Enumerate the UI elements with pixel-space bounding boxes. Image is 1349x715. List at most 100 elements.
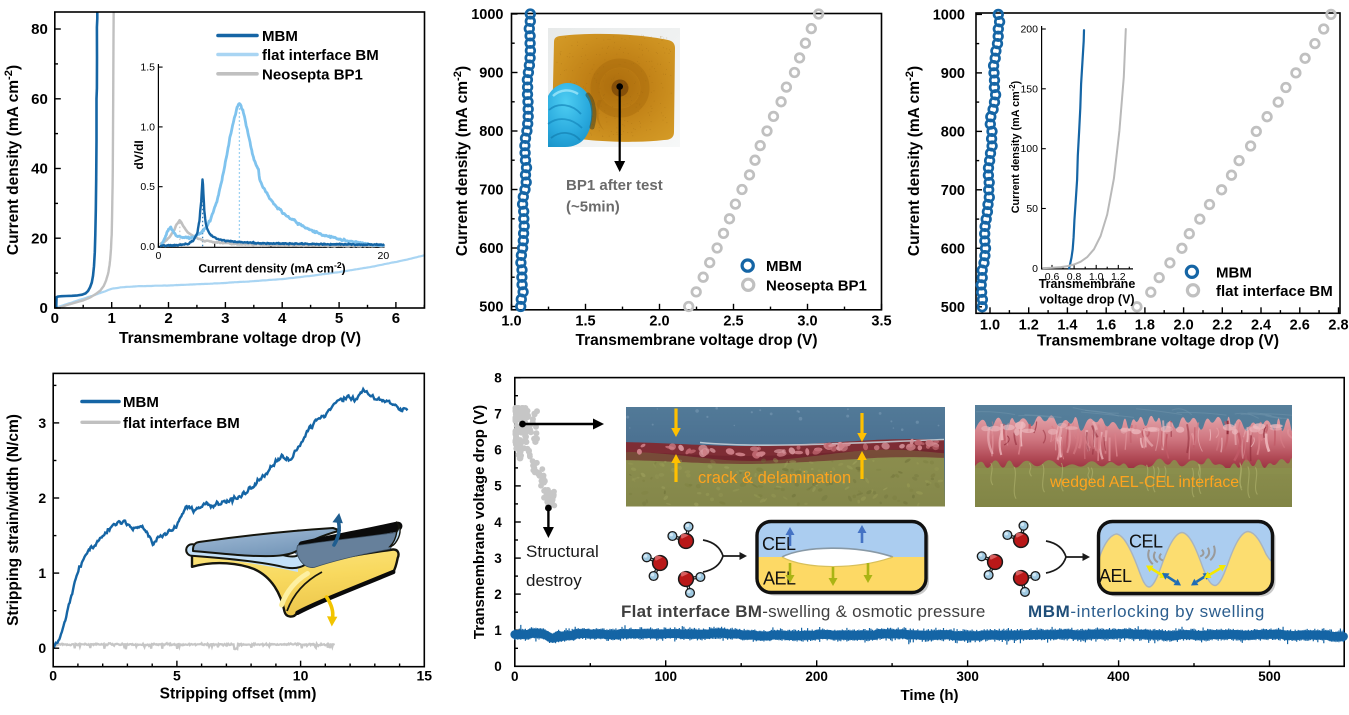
- svg-text:500: 500: [1258, 669, 1281, 684]
- svg-text:2: 2: [494, 587, 502, 602]
- svg-text:Current density (mA cm-2): Current density (mA cm-2): [1008, 80, 1022, 213]
- svg-text:0.6: 0.6: [1045, 271, 1060, 283]
- svg-text:CEL: CEL: [762, 534, 796, 554]
- svg-text:7: 7: [494, 407, 502, 422]
- svg-text:Current density (mA cm-2): Current density (mA cm-2): [452, 66, 471, 256]
- svg-text:15: 15: [417, 668, 433, 684]
- svg-text:150: 150: [1020, 83, 1038, 95]
- svg-text:destroy: destroy: [526, 571, 582, 590]
- svg-text:2.6: 2.6: [1290, 317, 1310, 333]
- svg-text:700: 700: [479, 183, 503, 199]
- svg-text:800: 800: [941, 124, 965, 140]
- svg-text:1.0: 1.0: [1089, 271, 1104, 283]
- svg-text:flat interface BM: flat interface BM: [123, 415, 240, 432]
- svg-text:MBM: MBM: [262, 28, 298, 45]
- svg-text:MBM: MBM: [766, 258, 802, 275]
- svg-text:Neosepta BP1: Neosepta BP1: [262, 66, 363, 83]
- svg-text:2.8: 2.8: [1328, 317, 1348, 333]
- svg-text:0: 0: [155, 250, 161, 262]
- svg-text:2: 2: [38, 490, 46, 506]
- svg-text:2.4: 2.4: [1251, 317, 1271, 333]
- svg-text:400: 400: [1107, 669, 1130, 684]
- svg-text:flat interface BM: flat interface BM: [262, 47, 379, 64]
- svg-text:1000: 1000: [933, 7, 965, 23]
- svg-text:80: 80: [31, 21, 48, 38]
- svg-text:flat interface BM: flat interface BM: [1216, 283, 1333, 300]
- svg-text:20: 20: [378, 250, 390, 262]
- svg-text:3.0: 3.0: [797, 313, 817, 329]
- svg-text:MBM: MBM: [1216, 264, 1252, 281]
- svg-text:500: 500: [479, 300, 503, 316]
- svg-text:1.5: 1.5: [140, 62, 155, 74]
- svg-text:0.0: 0.0: [140, 241, 155, 253]
- svg-text:3.5: 3.5: [871, 313, 891, 329]
- svg-text:Stripping strain/width (N/cm): Stripping strain/width (N/cm): [5, 414, 22, 626]
- svg-text:100: 100: [654, 669, 677, 684]
- svg-text:1.6: 1.6: [1096, 317, 1116, 333]
- svg-text:100: 100: [1020, 143, 1038, 155]
- svg-text:Transmembrane: Transmembrane: [1039, 277, 1136, 291]
- svg-text:5: 5: [335, 310, 343, 327]
- svg-text:200: 200: [805, 669, 828, 684]
- svg-text:3: 3: [38, 415, 46, 431]
- svg-text:Stripping offset (mm): Stripping offset (mm): [160, 686, 317, 703]
- svg-text:1.0: 1.0: [980, 317, 1000, 333]
- svg-text:6: 6: [392, 310, 400, 327]
- svg-text:2.0: 2.0: [1174, 317, 1194, 333]
- svg-text:0: 0: [51, 310, 59, 327]
- svg-text:AEL: AEL: [763, 569, 796, 589]
- svg-text:Time (h): Time (h): [900, 687, 958, 704]
- svg-text:5: 5: [494, 479, 502, 494]
- svg-text:Neosepta BP1: Neosepta BP1: [766, 277, 867, 294]
- svg-text:20: 20: [31, 230, 48, 247]
- svg-text:wedged AEL-CEL interface: wedged AEL-CEL interface: [1049, 474, 1239, 491]
- svg-text:600: 600: [479, 241, 503, 257]
- svg-text:2: 2: [164, 310, 172, 327]
- svg-text:6: 6: [494, 443, 502, 458]
- svg-text:BP1 after test: BP1 after test: [566, 177, 663, 194]
- svg-text:3: 3: [494, 551, 502, 566]
- svg-text:Transmembrane voltage drop (V): Transmembrane voltage drop (V): [575, 332, 817, 349]
- svg-text:700: 700: [941, 183, 965, 199]
- svg-text:Transmembrane voltage drop (V): Transmembrane voltage drop (V): [471, 405, 488, 639]
- svg-text:0: 0: [1032, 263, 1038, 275]
- svg-text:MBM-interlocking by swelling: MBM-interlocking by swelling: [1028, 602, 1265, 621]
- svg-text:dV/dI: dV/dI: [132, 140, 146, 169]
- svg-text:40: 40: [31, 161, 48, 178]
- svg-text:300: 300: [956, 669, 979, 684]
- svg-text:1.0: 1.0: [501, 313, 521, 329]
- svg-text:2.0: 2.0: [649, 313, 669, 329]
- svg-text:600: 600: [941, 241, 965, 257]
- svg-text:1: 1: [494, 623, 502, 638]
- svg-text:Transmembrane voltage drop (V): Transmembrane voltage drop (V): [1037, 333, 1279, 350]
- svg-text:10: 10: [293, 668, 309, 684]
- svg-text:0: 0: [39, 300, 47, 317]
- svg-text:500: 500: [941, 300, 965, 316]
- svg-text:Transmembrane voltage drop (V): Transmembrane voltage drop (V): [119, 330, 361, 347]
- svg-text:Current density (mA cm-2): Current density (mA cm-2): [904, 66, 923, 256]
- svg-text:0: 0: [49, 668, 57, 684]
- svg-text:(~5min): (~5min): [566, 199, 620, 216]
- svg-text:crack & delamination: crack & delamination: [698, 469, 851, 487]
- svg-text:MBM: MBM: [123, 394, 159, 411]
- svg-text:CEL: CEL: [1129, 532, 1163, 552]
- svg-text:2.2: 2.2: [1212, 317, 1232, 333]
- svg-text:1.2: 1.2: [1111, 271, 1126, 283]
- svg-text:4: 4: [494, 515, 502, 530]
- svg-text:8: 8: [494, 370, 502, 385]
- svg-text:voltage drop (V): voltage drop (V): [1039, 293, 1134, 307]
- svg-text:1: 1: [38, 565, 46, 581]
- svg-text:200: 200: [1020, 24, 1038, 36]
- svg-text:Current density (mA cm-2): Current density (mA cm-2): [3, 65, 22, 255]
- svg-text:1: 1: [107, 310, 115, 327]
- svg-text:Structural: Structural: [526, 542, 599, 561]
- svg-text:0: 0: [494, 659, 502, 674]
- svg-text:5: 5: [173, 668, 181, 684]
- svg-text:800: 800: [479, 124, 503, 140]
- svg-text:1.2: 1.2: [1019, 317, 1039, 333]
- svg-text:900: 900: [941, 66, 965, 82]
- svg-text:1.0: 1.0: [140, 121, 155, 133]
- svg-text:2.5: 2.5: [723, 313, 743, 329]
- svg-text:AEL: AEL: [1099, 566, 1132, 586]
- svg-text:3: 3: [221, 310, 229, 327]
